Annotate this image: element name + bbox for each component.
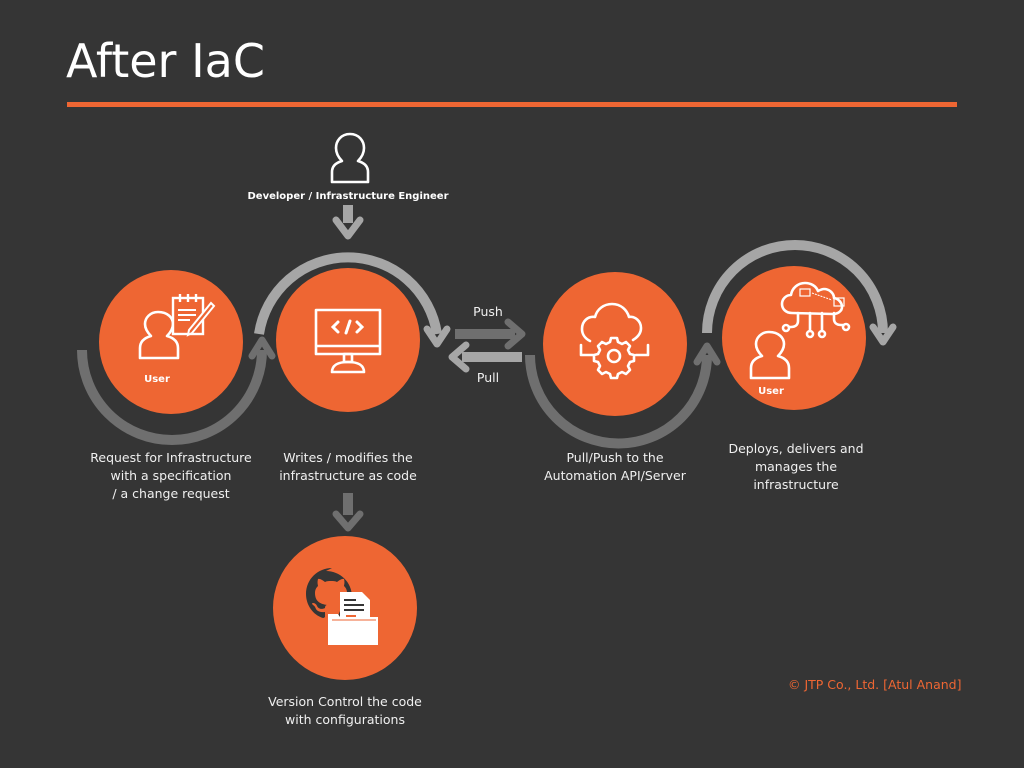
node-user-request: [99, 270, 243, 414]
cycle-arrow-icon: [77, 349, 267, 445]
caption-deploy: Deploys, delivers and manages the infras…: [728, 441, 864, 492]
cloud-gear-icon: [579, 302, 650, 380]
caption-write-code: Writes / modifies the infrastructure as …: [279, 450, 417, 483]
cycle-arrow-icon: [702, 240, 888, 334]
down-arrow-icon: [332, 493, 364, 532]
pull-arrow-icon: [448, 341, 522, 373]
user-request-inner-label: User: [144, 374, 170, 385]
node-write-code: [276, 268, 420, 412]
caption-version-control: Version Control the code with configurat…: [268, 694, 422, 727]
push-label: Push: [473, 304, 503, 319]
title-underline: [67, 102, 957, 107]
down-arrow-icon: [332, 205, 364, 240]
user-notepad-icon: [138, 294, 216, 360]
slide-title: After IaC: [66, 34, 265, 88]
cycle-arrow-icon: [525, 354, 712, 449]
developer-label: Developer / Infrastructure Engineer: [247, 191, 449, 202]
caption-automation: Pull/Push to the Automation API/Server: [544, 450, 686, 483]
monitor-code-icon: [314, 308, 382, 374]
pull-label: Pull: [476, 370, 500, 385]
github-folder-icon: [306, 568, 378, 645]
node-deploy: [722, 266, 866, 410]
caption-user-request: Request for Infrastructure with a specif…: [90, 450, 252, 501]
cycle-arrow-icon: [254, 252, 442, 335]
developer-user-icon: [330, 132, 370, 184]
node-automation: [543, 272, 687, 416]
cloud-network-user-icon: [749, 281, 851, 380]
copyright-footer: © JTP Co., Ltd. [Atul Anand]: [788, 677, 962, 692]
push-arrow-icon: [455, 318, 526, 350]
deploy-inner-label: User: [758, 386, 784, 397]
